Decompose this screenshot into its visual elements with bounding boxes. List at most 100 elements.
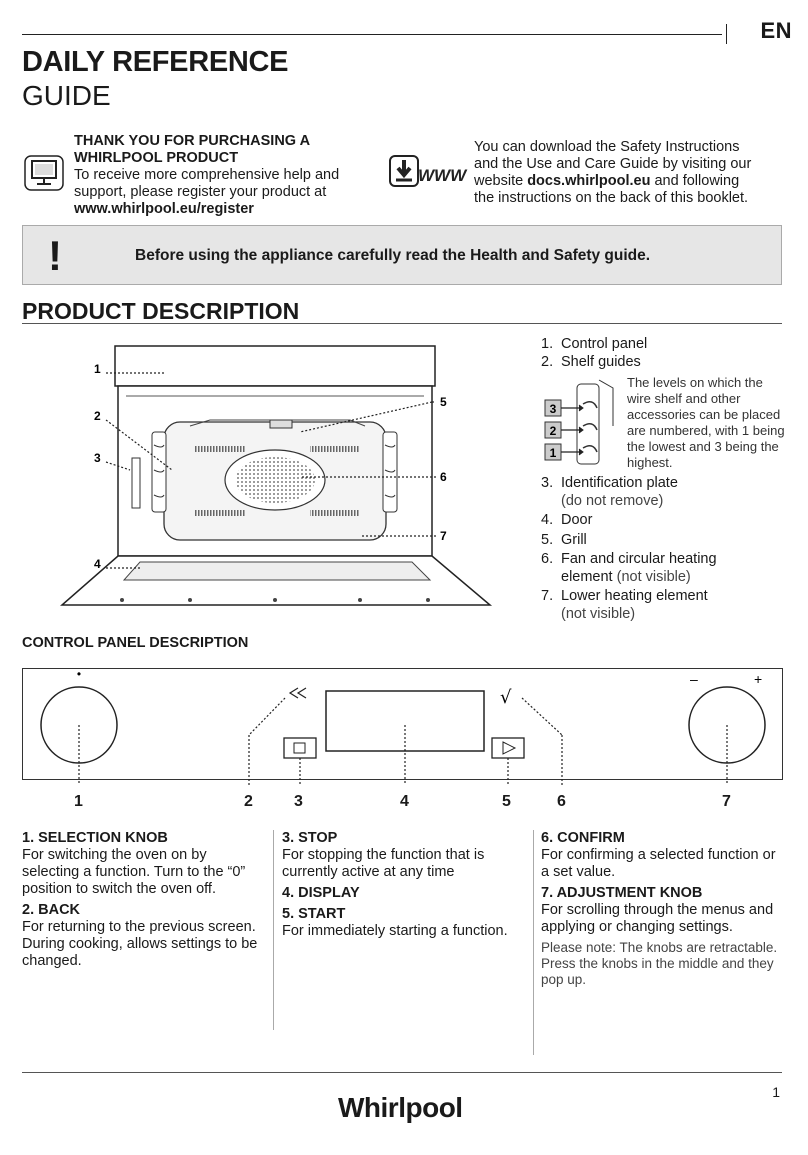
top-rule-tick	[726, 24, 727, 44]
www-label: WWW	[418, 166, 468, 185]
diagram-label-6: 6	[440, 470, 447, 484]
desc-body: For stopping the function that is curren…	[282, 847, 485, 880]
control-number-5: 5	[502, 793, 511, 810]
control-panel-diagram: • – + √	[40, 667, 766, 785]
page-number: 1	[772, 1084, 780, 1100]
desc-body: For scrolling through the menus and appl…	[541, 902, 774, 935]
shelf-level-2: 2	[550, 424, 557, 438]
register-body-2: support, please register your product at	[74, 184, 327, 200]
download-line-3-pre: website	[474, 173, 528, 189]
stop-icon	[293, 742, 306, 754]
shelf-level-1: 1	[550, 446, 557, 460]
control-panel-heading: CONTROL PANEL DESCRIPTION	[22, 635, 249, 651]
part-label: Door	[561, 512, 593, 528]
diagram-label-7: 7	[440, 529, 447, 543]
desc-body: For returning to the previous screen. Du…	[22, 919, 258, 969]
download-line-3-post: and following	[650, 173, 740, 189]
selection-knob-dot: •	[77, 667, 81, 681]
download-line-1: You can download the Safety Instructions	[474, 139, 740, 155]
part-number: 2.	[541, 353, 554, 370]
description-column-1: 1. SELECTION KNOB For switching the oven…	[22, 830, 262, 970]
footer-rule	[22, 1072, 782, 1073]
diagram-label-1: 1	[94, 362, 101, 376]
download-line-2: and the Use and Care Guide by visiting o…	[474, 156, 752, 172]
register-body-1: To receive more comprehensive help and	[74, 167, 340, 183]
exclamation-icon: !	[48, 232, 62, 279]
part-note: (not visible)	[616, 568, 691, 585]
warning-box	[22, 225, 782, 285]
play-icon	[502, 741, 517, 755]
part-number: 6.	[541, 551, 554, 567]
control-number-1: 1	[74, 793, 83, 810]
shelf-level-3: 3	[550, 402, 557, 416]
monitor-icon	[24, 155, 64, 191]
back-icon[interactable]	[288, 687, 307, 699]
part-item: 5. Grill	[541, 532, 791, 550]
brand-logo: Whirlpool	[338, 1092, 463, 1123]
desc-body: For confirming a selected function or a …	[541, 847, 776, 880]
confirm-icon[interactable]: √	[500, 687, 512, 708]
docs-link[interactable]: docs.whirlpool.eu	[527, 173, 651, 189]
part-note: (not visible)	[561, 605, 636, 622]
part-number: 7.	[541, 588, 554, 604]
register-link[interactable]: www.whirlpool.eu/register	[74, 201, 254, 217]
desc-heading: 2. BACK	[22, 902, 81, 918]
part-number: 4.	[541, 512, 554, 528]
shelf-note: The levels on which the wire shelf and o…	[627, 375, 785, 470]
download-line-4: the instructions on the back of this boo…	[474, 190, 749, 206]
description-column-3: 6. CONFIRM For confirming a selected fun…	[541, 830, 786, 988]
diagram-label-5: 5	[440, 395, 447, 409]
diagram-label-2: 2	[94, 409, 101, 423]
stop-button[interactable]	[283, 737, 317, 759]
part-label: Lower heating element	[561, 588, 708, 604]
part-item: 3. Identification plate(do not remove)	[541, 475, 791, 510]
product-description-heading: PRODUCT DESCRIPTION	[22, 298, 300, 324]
desc-body: For immediately starting a function.	[282, 923, 508, 939]
diagram-label-4: 4	[94, 557, 101, 571]
desc-heading: 5. START	[282, 906, 346, 922]
desc-heading: 4. DISPLAY	[282, 885, 360, 901]
column-separator	[273, 830, 274, 1030]
desc-heading: 6. CONFIRM	[541, 830, 625, 846]
section-rule	[22, 323, 782, 324]
control-number-2: 2	[244, 793, 253, 810]
warning-text: Before using the appliance carefully rea…	[135, 247, 651, 264]
register-heading-1: THANK YOU FOR PURCHASING A	[74, 133, 311, 149]
part-label: Grill	[561, 531, 587, 548]
column-separator	[533, 830, 534, 1055]
page-title: DAILY REFERENCE	[22, 46, 289, 78]
desc-body: For switching the oven on by selecting a…	[22, 847, 246, 897]
control-number-3: 3	[294, 793, 303, 810]
part-item: 1. Control panel	[541, 336, 791, 354]
part-number: 1.	[541, 336, 554, 352]
diagram-label-3: 3	[94, 451, 101, 465]
plus-label: +	[754, 671, 762, 687]
description-column-2: 3. STOP For stopping the function that i…	[282, 830, 522, 940]
page-subtitle: GUIDE	[22, 80, 111, 111]
part-label-cont: element	[561, 568, 613, 585]
part-note: (do not remove)	[561, 492, 664, 509]
product-parts-list: 1. Control panel 2.Shelf guides 3. Identif…	[541, 336, 791, 623]
control-number-6: 6	[557, 793, 566, 810]
part-label: Fan and circular heating	[561, 551, 717, 567]
part-item: 7. Lower heating element(not visible)	[541, 588, 791, 623]
part-label: Control panel	[561, 336, 648, 352]
part-label: Identification plate	[561, 475, 678, 491]
top-rule	[22, 34, 722, 35]
part-item: 2.Shelf guides	[541, 354, 791, 372]
part-number: 5.	[541, 531, 554, 548]
start-button[interactable]	[491, 737, 525, 759]
knob-note: Please note: The knobs are retractable. …	[541, 940, 778, 987]
oven-diagram: 1 2 3 4 5 6 7	[60, 345, 493, 606]
control-number-7: 7	[722, 793, 731, 810]
desc-heading: 7. ADJUSTMENT KNOB	[541, 885, 703, 901]
minus-label: –	[690, 671, 698, 687]
desc-heading: 3. STOP	[282, 830, 338, 846]
download-www-icon: WWW	[389, 155, 468, 187]
register-info: THANK YOU FOR PURCHASING A WHIRLPOOL PRO…	[74, 133, 374, 218]
download-info: You can download the Safety Instructions…	[474, 139, 794, 207]
language-code: EN	[760, 18, 792, 43]
shelf-levels-diagram: 3 2 1	[544, 379, 614, 465]
part-number: 3.	[541, 475, 554, 491]
download-line-3: website docs.whirlpool.eu and following	[474, 173, 794, 190]
